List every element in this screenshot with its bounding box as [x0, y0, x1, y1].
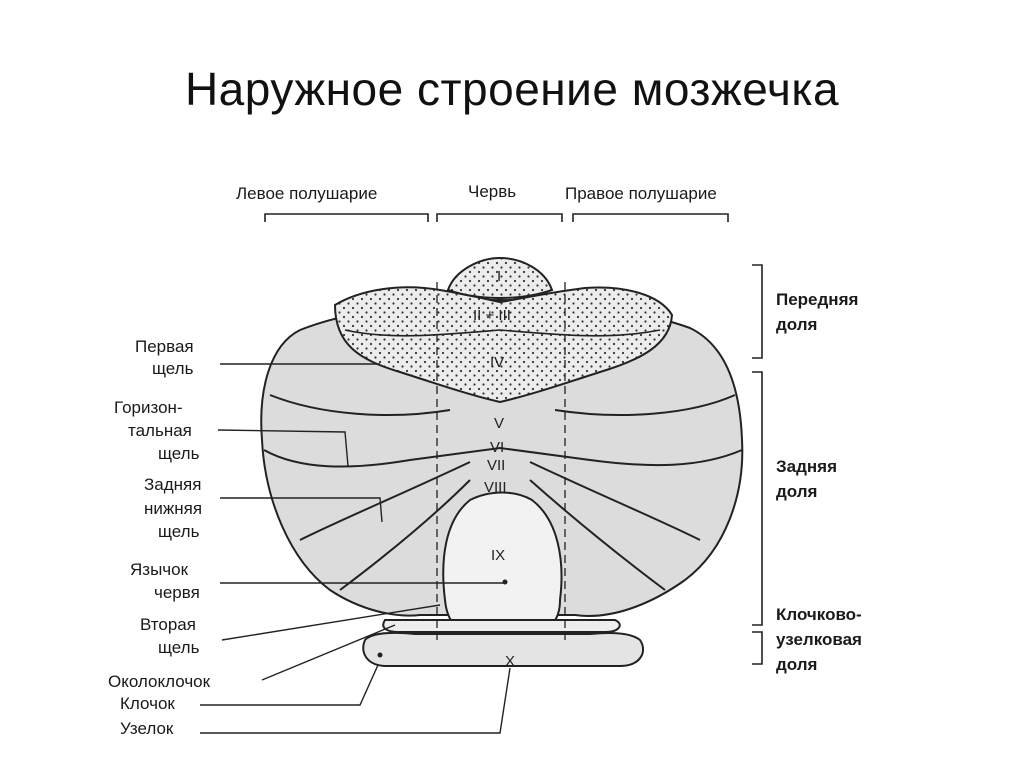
lobule-iv-label: IV: [490, 354, 504, 371]
posterior-lobe-bracket: [752, 371, 763, 626]
second-fissure-leader: [221, 604, 441, 641]
flocculonodular-bracket: [752, 631, 763, 665]
vermis-label: Червь: [468, 182, 516, 201]
anterior-lobe-label-1: Передняя: [776, 290, 858, 309]
anterior-fold-1: [344, 329, 661, 337]
lobule-vii-label: VII: [487, 457, 505, 474]
vermis-bracket: [436, 213, 563, 222]
folium-line-2: [299, 461, 471, 541]
paraflocculus-leader: [261, 624, 396, 681]
paraflocculus-shape: [382, 619, 621, 633]
uvula-point: [502, 579, 508, 585]
folium-line-5: [554, 394, 736, 416]
lobule-i-label: I: [497, 268, 501, 285]
left-hemisphere-label: Левое полушарие: [236, 184, 377, 203]
folium-line-3: [529, 461, 701, 541]
flocculonodular-label-3: доля: [776, 655, 817, 674]
anterior-lobe-bracket: [752, 264, 763, 359]
flocculus-label: Клочок: [120, 694, 175, 713]
lobule-ix-label: IX: [491, 547, 505, 564]
folium-line-4: [269, 394, 451, 416]
flocculus-point: [377, 652, 383, 658]
posterior-inferior-fissure-leader: [220, 497, 383, 523]
posterior-lobe-label-2: доля: [776, 482, 817, 501]
flocculonodular-label-1: Клочково-: [776, 605, 862, 624]
left-hemisphere-bracket: [264, 213, 429, 222]
page-title: Наружное строение мозжечка: [184, 63, 840, 115]
flocculus-leader: [200, 664, 379, 706]
folium-line-6: [339, 479, 471, 591]
horizontal-fissure-label-3: щель: [158, 444, 200, 463]
horizontal-fissure-leader: [217, 429, 349, 467]
uvula-label-2: червя: [154, 583, 200, 602]
nodulus-label: Узелок: [120, 719, 174, 738]
lobule-viii-label: VIII: [484, 479, 507, 496]
leader-lines: [200, 363, 511, 734]
second-fissure-label-1: Вторая: [140, 615, 196, 634]
flocculonodular-label-2: узелковая: [776, 630, 862, 649]
posterior-inferior-fissure-label-2: нижняя: [144, 499, 202, 518]
right-brackets: [752, 264, 763, 665]
horizontal-fissure-label-2: тальная: [128, 421, 192, 440]
posterior-lobe-label-1: Задняя: [776, 457, 837, 476]
nodulus-leader: [200, 667, 511, 734]
right-hemisphere-bracket: [572, 213, 729, 222]
posterior-inferior-fissure-label-3: щель: [158, 522, 200, 541]
first-fissure-label-1: Первая: [135, 337, 194, 356]
folium-line-7: [529, 479, 666, 591]
posterior-inferior-fissure-label-1: Задняя: [144, 475, 201, 494]
lobule-x-label: X: [505, 653, 515, 670]
second-fissure-label-2: щель: [158, 638, 200, 657]
horizontal-fissure-label-1: Горизон-: [114, 398, 183, 417]
first-fissure-label-2: щель: [152, 359, 194, 378]
anterior-lobe-label-2: доля: [776, 315, 817, 334]
lobule-i-shape: [446, 256, 554, 300]
lobule-v-label: V: [494, 415, 504, 432]
cerebellum-body: [260, 256, 744, 667]
folium-line-1: [263, 446, 743, 468]
top-brackets: [264, 213, 729, 222]
paraflocculus-label: Околоклочок: [108, 672, 211, 691]
lobule-ii-iii-label: II + III: [473, 307, 511, 324]
flocculus-shape: [362, 631, 645, 667]
lobule-vi-label: VI: [490, 439, 504, 456]
right-hemisphere-label: Правое полушарие: [565, 184, 717, 203]
uvula-label-1: Язычок: [130, 560, 189, 579]
